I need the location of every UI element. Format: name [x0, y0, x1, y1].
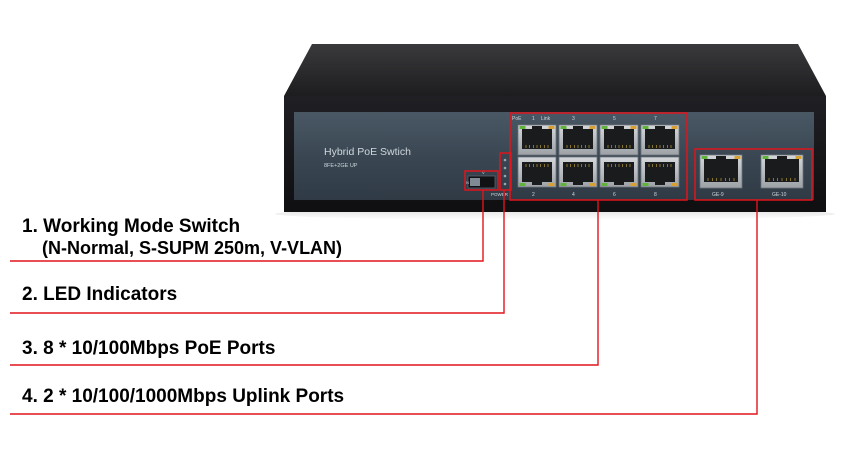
port-number-8: 8	[654, 192, 657, 198]
uplink-port-ge10[interactable]	[760, 154, 804, 189]
port-number-6: 6	[613, 192, 616, 198]
poe-port-6[interactable]	[599, 156, 639, 188]
leader-line-led-indicators	[10, 190, 505, 314]
uplink-label-ge9: GE-9	[712, 192, 724, 198]
switch-letter-v: V	[482, 170, 485, 175]
callout-led-indicators: 2. LED Indicators	[22, 284, 178, 305]
chassis-top	[284, 44, 826, 96]
poe-port-3[interactable]	[558, 124, 598, 156]
uplink-port-group	[699, 154, 804, 189]
callout-uplink-ports: 4. 2 * 10/100/1000Mbps Uplink Ports	[22, 386, 345, 407]
poe-port-4[interactable]	[558, 156, 598, 188]
port-led-icon	[671, 126, 678, 129]
port-led-icon	[548, 126, 555, 129]
uplink-label-ge10: GE-10	[772, 192, 787, 198]
poe-port-1[interactable]	[517, 124, 557, 156]
link-label: Link	[541, 116, 551, 122]
port-led-icon	[734, 156, 741, 159]
leader-line-mode-switch	[10, 190, 484, 262]
highlight-mode-switch	[464, 170, 499, 191]
port-led-icon	[762, 156, 769, 159]
uplink-port-ge9[interactable]	[699, 154, 743, 189]
callout-mode-switch-title: 1. Working Mode Switch	[22, 216, 241, 237]
working-mode-switch[interactable]	[467, 175, 496, 189]
switch-letter-n: N	[466, 180, 469, 185]
highlight-led-indicators	[499, 152, 512, 191]
model-label: Hybrid PoE Swtich	[324, 146, 411, 158]
port-led-icon	[601, 183, 608, 186]
highlight-uplink-ports	[694, 148, 813, 201]
port-led-icon	[701, 156, 708, 159]
model-sublabel: 8FE+2GE UP	[324, 163, 358, 169]
port-led-icon	[548, 183, 555, 186]
poe-port-group	[517, 124, 680, 188]
callout-mode-switch-detail: (N-Normal, S-SUPM 250m, V-VLAN)	[42, 238, 343, 258]
leader-line-poe-ports	[10, 200, 599, 366]
port-led-icon	[642, 126, 649, 129]
port-number-4: 4	[572, 192, 575, 198]
port-led-icon	[589, 126, 596, 129]
port-led-icon	[630, 126, 637, 129]
leader-line-uplink-ports	[10, 200, 758, 415]
port-led-icon	[519, 183, 526, 186]
port-number-7: 7	[654, 116, 657, 122]
switch-knob[interactable]	[470, 178, 480, 186]
led-indicators	[503, 158, 507, 186]
port-led-icon	[560, 126, 567, 129]
poe-port-5[interactable]	[599, 124, 639, 156]
poe-port-8[interactable]	[640, 156, 680, 188]
port-led-icon	[671, 183, 678, 186]
port-led-icon	[519, 126, 526, 129]
poe-port-2[interactable]	[517, 156, 557, 188]
power-label: POWER	[491, 192, 509, 197]
port-led-icon	[630, 183, 637, 186]
port-number-5: 5	[613, 116, 616, 122]
callout-poe-ports: 3. 8 * 10/100Mbps PoE Ports	[22, 338, 276, 359]
port-led-icon	[589, 183, 596, 186]
port-led-icon	[795, 156, 802, 159]
port-number-1: 1	[532, 116, 535, 122]
poe-label: PoE	[512, 116, 522, 122]
port-led-icon	[560, 183, 567, 186]
port-number-3: 3	[572, 116, 575, 122]
port-led-icon	[601, 126, 608, 129]
port-led-icon	[642, 183, 649, 186]
poe-port-7[interactable]	[640, 124, 680, 156]
port-number-2: 2	[532, 192, 535, 198]
